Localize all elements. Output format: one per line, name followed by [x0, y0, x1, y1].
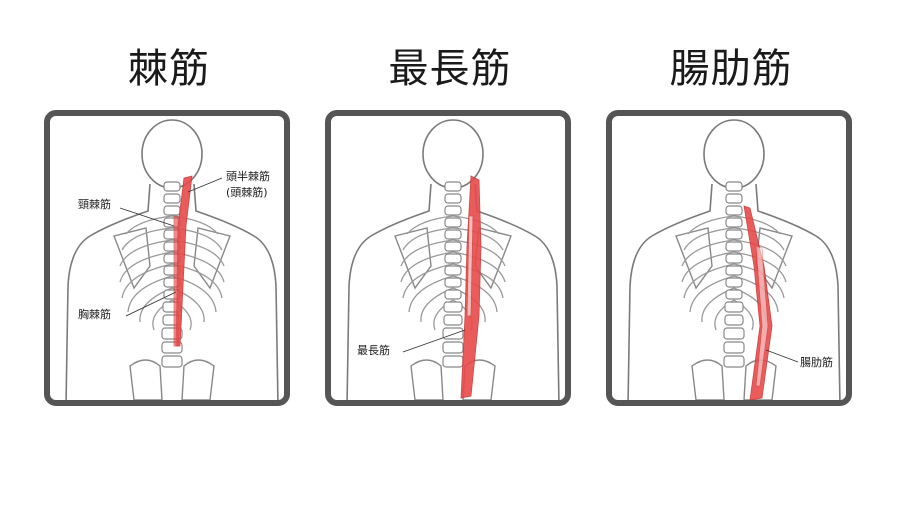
- label-iliocostalis: 腸肋筋: [800, 356, 833, 369]
- title-longissimus: 最長筋: [388, 46, 512, 92]
- spine: [723, 181, 745, 368]
- leader-lines: [402, 329, 466, 353]
- label-spinalis-thoracis: 胸棘筋: [78, 308, 111, 321]
- title-spinalis: 棘筋: [128, 46, 210, 92]
- title-iliocostalis: 腸肋筋: [669, 46, 793, 92]
- label-longissimus: 最長筋: [357, 344, 390, 357]
- label-semispinalis-capitis: 頭半棘筋: [226, 170, 270, 183]
- iliocostalis-illustration: [627, 119, 841, 400]
- spine: [442, 181, 464, 368]
- label-spinalis-cervicis: 頸棘筋: [78, 198, 111, 211]
- panel-longissimus: 最長筋: [325, 110, 571, 406]
- leader-lines: [119, 177, 223, 317]
- label-spinalis-capitis: (頭棘筋): [226, 186, 268, 199]
- longissimus-illustration: [346, 119, 560, 400]
- body-outline: [346, 119, 560, 400]
- longissimus-muscle: [460, 175, 482, 399]
- spinalis-illustration: [65, 119, 279, 400]
- spinalis-muscle: [173, 175, 193, 347]
- iliocostalis-muscle: [743, 205, 773, 400]
- panel-iliocostalis: 腸肋筋: [606, 110, 852, 406]
- scapula: [394, 227, 512, 290]
- leader-lines: [765, 349, 799, 363]
- body-outline: [65, 119, 279, 400]
- panel-spinalis: 頭半棘筋 (頭棘筋) 頸棘筋 胸棘筋: [44, 110, 290, 406]
- scapula-left: [113, 227, 231, 290]
- pelvis: [129, 359, 215, 400]
